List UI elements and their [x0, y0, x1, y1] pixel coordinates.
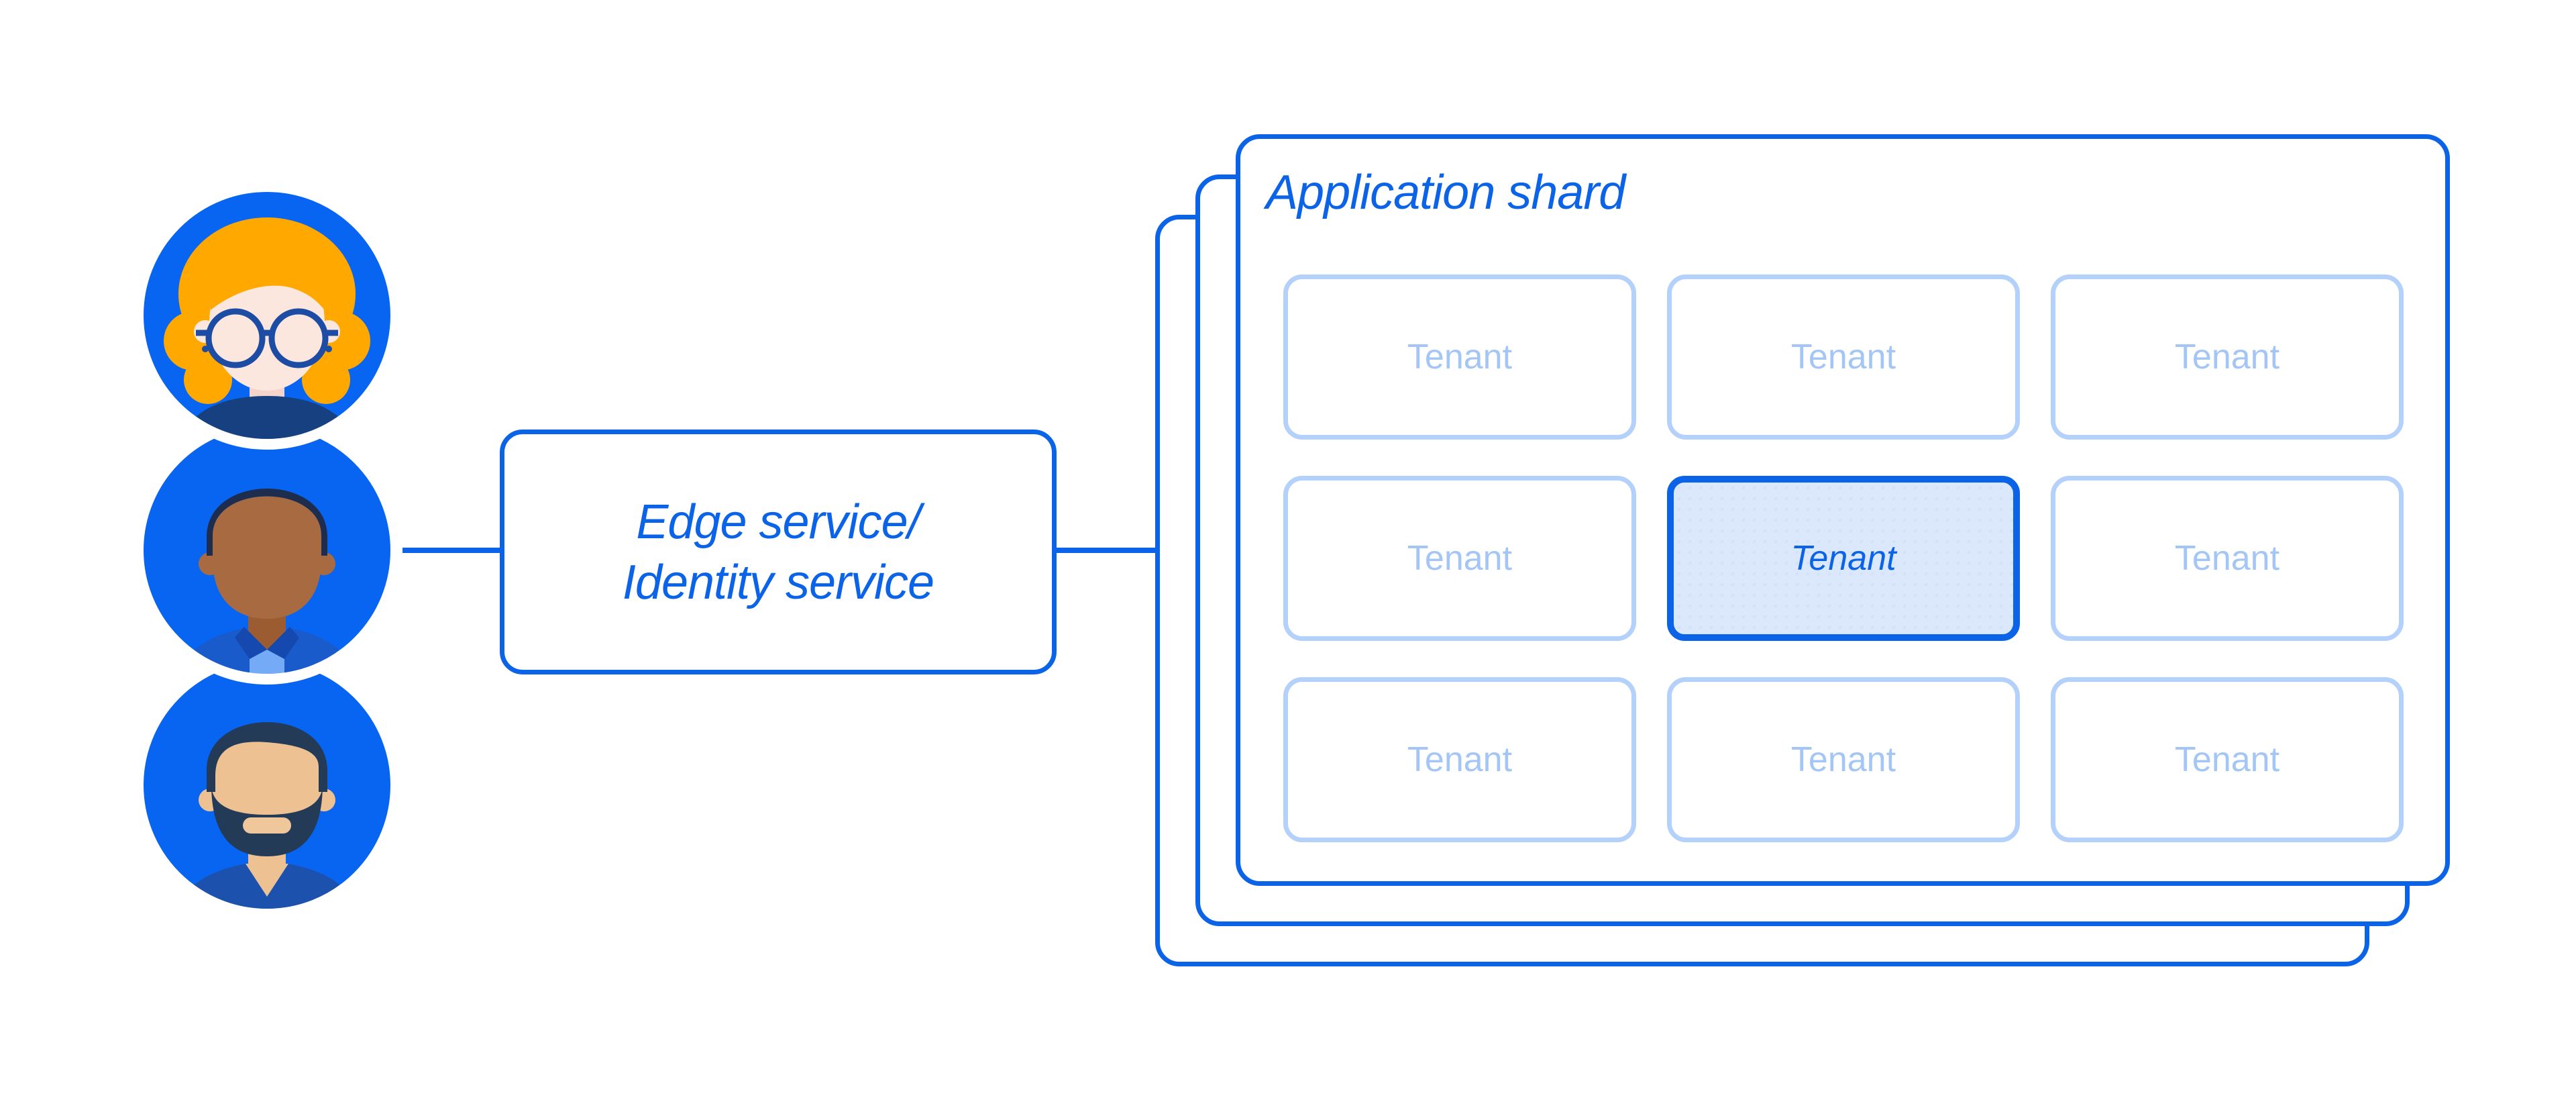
tenant-box: Tenant	[2051, 677, 2404, 842]
shard-card-front: Application shard Tenant Tenant Tenant T…	[1236, 134, 2450, 886]
tenant-box: Tenant	[1283, 476, 1636, 641]
tenant-box: Tenant	[1283, 274, 1636, 440]
edge-service-label-line1: Edge service/	[636, 495, 920, 549]
tenant-box: Tenant	[2051, 476, 2404, 641]
avatar-man-short-hair	[133, 416, 401, 685]
tenant-box: Tenant	[1283, 677, 1636, 842]
avatar-woman-glasses	[133, 181, 401, 450]
tenant-box: Tenant	[1667, 677, 2020, 842]
bearded-man-avatar-icon	[133, 651, 401, 919]
tenant-grid: Tenant Tenant Tenant Tenant Tenant Tenan…	[1283, 274, 2404, 842]
connector-users-to-edge-service	[402, 548, 501, 553]
avatar-man-beard	[133, 651, 401, 919]
man-avatar-icon	[133, 416, 401, 685]
woman-avatar-icon	[133, 181, 401, 450]
application-shard-title: Application shard	[1266, 166, 1625, 219]
tenant-box: Tenant	[2051, 274, 2404, 440]
edge-service-label-line2: Identity service	[622, 555, 934, 609]
tenant-box: Tenant	[1667, 274, 2020, 440]
edge-identity-service-box: Edge service/ Identity service	[500, 430, 1057, 674]
tenant-box-highlighted: Tenant	[1667, 476, 2020, 641]
connector-edge-service-to-shard	[1055, 548, 1157, 553]
